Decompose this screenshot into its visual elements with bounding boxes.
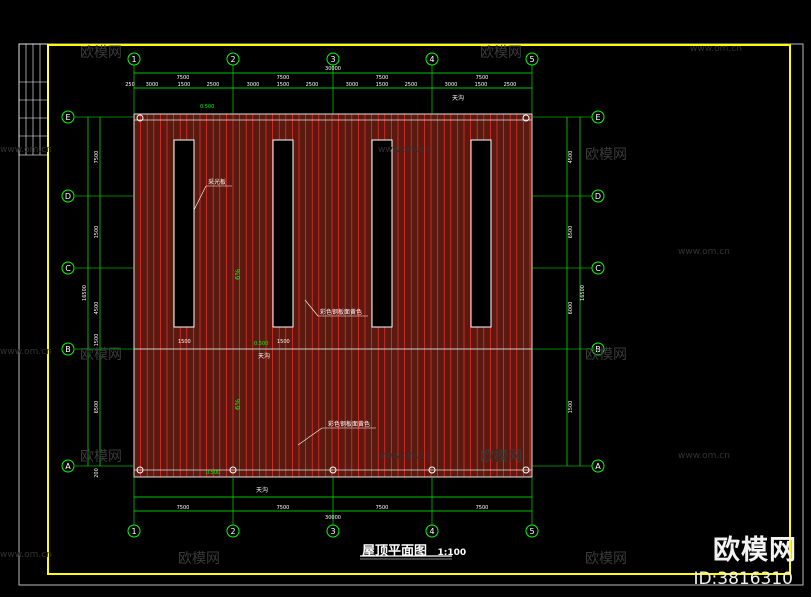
dim-left-seg-1: 7500 (94, 151, 100, 164)
axis-bubbles (61, 52, 605, 538)
dim-top-sub-4: 3000 (247, 82, 260, 88)
roof-ribs (140, 114, 531, 477)
dim-bottom-bay-3: 7500 (376, 505, 389, 511)
watermark-brand: 欧模网 (80, 449, 122, 465)
dim-right-seg-1: 4500 (568, 151, 574, 164)
dim-left-outer: 200 (94, 468, 100, 478)
label-panel-bottom: 彩色钢板面黄色 (328, 420, 370, 428)
label-skylight-width-1: 1500 (178, 339, 191, 345)
label-slope-bottom: 6% (234, 399, 242, 410)
watermark-brand: 欧模网 (585, 551, 627, 567)
axis-top-3: 3 (330, 55, 335, 64)
dim-bottom-bay-1: 7500 (177, 505, 190, 511)
axis-top-5: 5 (529, 55, 534, 64)
axis-bottom-4: 4 (429, 527, 434, 536)
skylights (173, 139, 492, 328)
watermark-brand: 欧模网 (480, 449, 522, 465)
dim-top-bay-4: 7500 (476, 75, 489, 81)
watermark-url: www.om.cn (378, 145, 430, 155)
dim-left-seg-3: 4500 (94, 302, 100, 315)
label-gutter-width: 0.500 (254, 341, 268, 347)
axis-top-2: 2 (230, 55, 235, 64)
dim-bottom-bay-4: 7500 (476, 505, 489, 511)
dim-left-seg-4: 1500 (94, 334, 100, 347)
drawing-border (47, 44, 791, 575)
watermark-url: www.om.cn (690, 44, 742, 54)
dim-left-total: 16500 (82, 285, 88, 301)
watermark-url: www.om.cn (678, 247, 730, 257)
dim-top-sub-8: 1500 (376, 82, 389, 88)
dim-bottom-total: 30000 (325, 515, 341, 521)
dim-top-offset: 250 (125, 82, 135, 88)
label-slope-top: 6% (234, 269, 242, 280)
drawing-title: 屋顶平面图 1:100 (362, 540, 466, 559)
title-text: 屋顶平面图 (362, 544, 428, 559)
axis-left-C: C (65, 264, 71, 273)
watermark-brand: 欧模网 (80, 45, 122, 61)
label-gutter-bottom: 天沟 (256, 486, 268, 494)
axis-bottom-1: 1 (131, 527, 136, 536)
dim-right-total: 16500 (580, 285, 586, 301)
watermark-brand: 欧模网 (480, 45, 522, 61)
axis-top-4: 4 (429, 55, 434, 64)
dim-top-sub-3: 2500 (207, 82, 220, 88)
dim-top-sub-11: 1500 (475, 82, 488, 88)
label-gutter-mid: 天沟 (258, 352, 270, 360)
axis-left-E: E (65, 113, 70, 122)
label-panel-top: 彩色钢板面黄色 (320, 308, 362, 316)
axis-top-1: 1 (131, 55, 136, 64)
axis-bottom-3: 3 (330, 527, 335, 536)
drain-points (136, 114, 530, 474)
watermark-url: www.om.cn (678, 451, 730, 461)
brand-id: ID:3816310 (693, 569, 793, 589)
watermark-url: www.om.cn (0, 550, 52, 560)
axis-bottom-5: 5 (529, 527, 534, 536)
label-gutter-width-bottom: 0.500 (206, 470, 220, 476)
dim-top-total: 30000 (325, 66, 341, 72)
watermark-brand: 欧模网 (585, 347, 627, 363)
dim-top-bay-1: 7500 (177, 75, 190, 81)
axis-left-A: A (65, 462, 71, 471)
dim-top-sub-9: 2500 (405, 82, 418, 88)
dim-top-bay-3: 7500 (376, 75, 389, 81)
dimension-lines (87, 72, 581, 512)
dim-top-sub-10: 3000 (445, 82, 458, 88)
title-block (18, 43, 49, 156)
brand-logo: 欧模网 (713, 535, 797, 566)
label-gutter-top: 天沟 (452, 94, 464, 102)
dim-left-seg-2: 1500 (94, 226, 100, 239)
dim-top-sub-5: 1500 (277, 82, 290, 88)
watermark-url: www.om.cn (0, 347, 52, 357)
watermark-brand: 欧模网 (178, 551, 220, 567)
dim-left-seg-5: 6500 (94, 401, 100, 414)
title-scale: 1:100 (437, 548, 467, 558)
axis-right-B: B (595, 345, 601, 354)
dim-top-bay-2: 7500 (277, 75, 290, 81)
axis-right-A: A (595, 462, 601, 471)
dim-right-seg-2: 6500 (568, 226, 574, 239)
dim-top-sub-2: 1500 (178, 82, 191, 88)
dim-top-sub-7: 3000 (346, 82, 359, 88)
axis-right-D: D (595, 192, 601, 201)
watermark-brand: 欧模网 (80, 347, 122, 363)
dim-right-seg-3: 6000 (568, 302, 574, 315)
axis-bottom-2: 2 (230, 527, 235, 536)
dim-top-sub-6: 2500 (306, 82, 319, 88)
axis-left-D: D (65, 192, 71, 201)
dim-top-sub-1: 3000 (146, 82, 159, 88)
dim-right-seg-4: 1500 (568, 401, 574, 414)
axis-left-B: B (65, 345, 71, 354)
label-gutter-width-top: 0.500 (200, 104, 214, 110)
dim-bottom-bay-2: 7500 (277, 505, 290, 511)
dim-top-sub-12: 2500 (504, 82, 517, 88)
axis-right-C: C (595, 264, 601, 273)
axis-right-E: E (595, 113, 600, 122)
label-skylight: 采光板 (208, 178, 226, 186)
watermark-brand: 欧模网 (585, 147, 627, 163)
watermark-url: www.om.cn (0, 145, 52, 155)
label-skylight-width-2: 1500 (277, 339, 290, 345)
watermark-url: www.om.cn (378, 451, 430, 461)
